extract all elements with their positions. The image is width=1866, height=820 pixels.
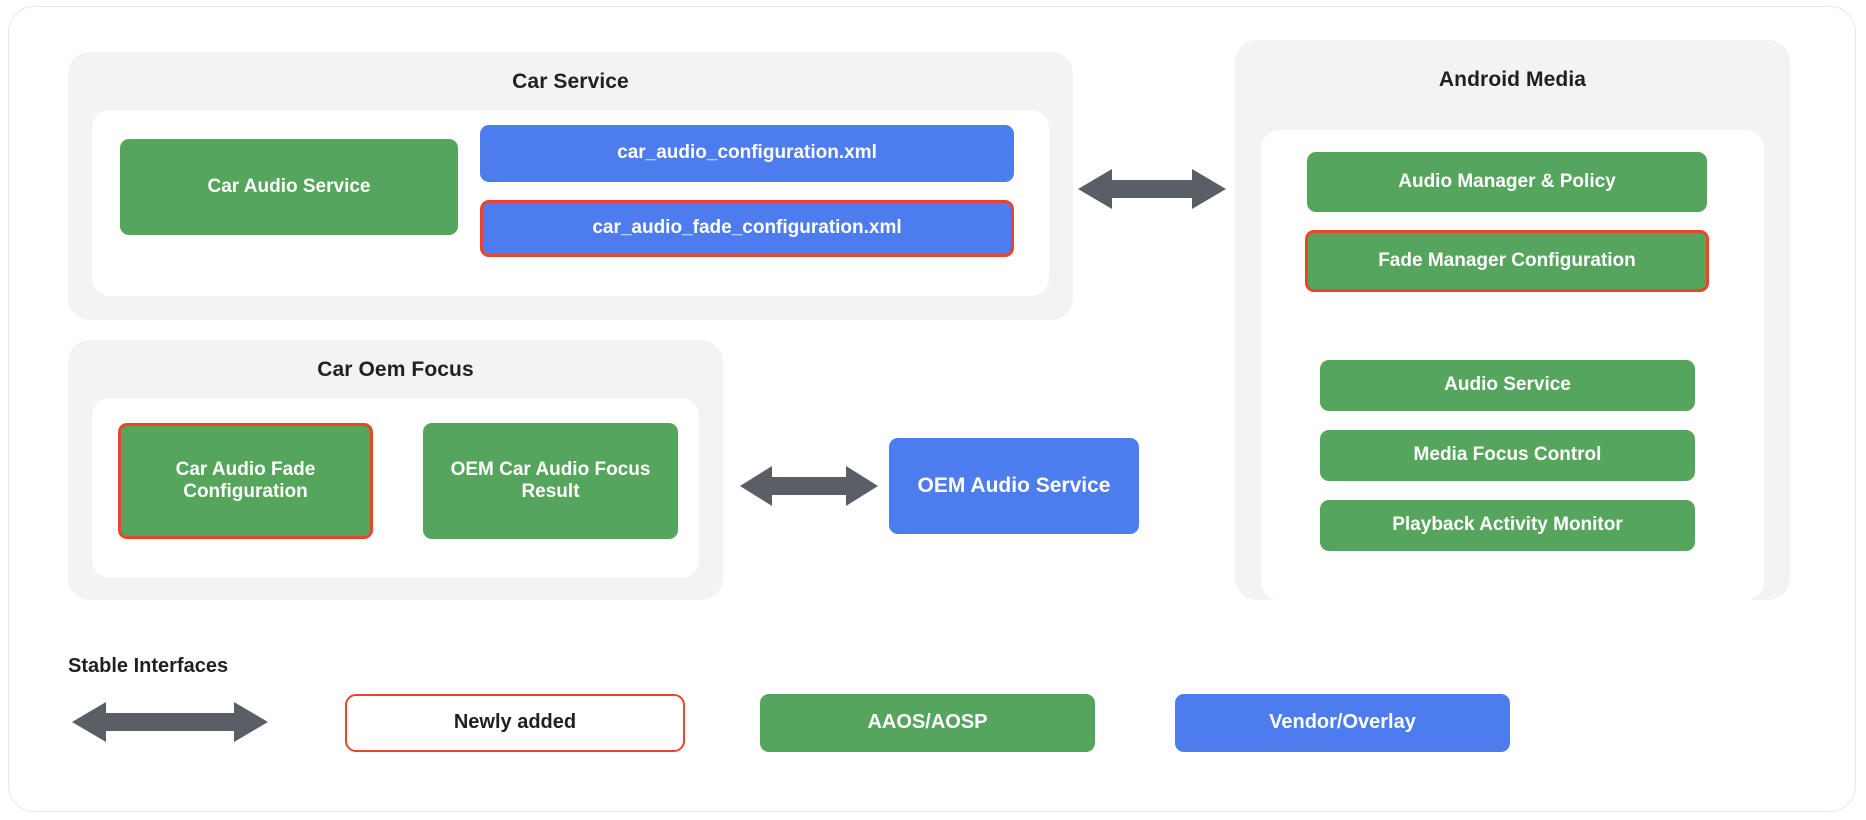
node-car-audio-configuration-xml[interactable]: car_audio_configuration.xml (480, 125, 1014, 182)
double-arrow-icon (1078, 169, 1226, 209)
node-oem-car-audio-focus-result[interactable]: OEM Car Audio Focus Result (423, 423, 678, 539)
group-car-service: Car Service Car Audio Service car_audio_… (68, 52, 1073, 320)
group-car-oem-focus-title: Car Oem Focus (317, 358, 474, 381)
node-audio-manager-policy[interactable]: Audio Manager & Policy (1307, 152, 1707, 212)
group-android-media-title: Android Media (1438, 68, 1587, 91)
node-media-focus-control[interactable]: Media Focus Control (1320, 430, 1695, 481)
connector-car-service-to-android-media (1078, 167, 1226, 211)
legend-stable-interfaces-label: Stable Interfaces (68, 655, 229, 677)
double-arrow-icon (72, 702, 268, 742)
group-android-media: Android Media Audio Manager & Policy Fad… (1235, 40, 1790, 600)
legend-item-newly-added[interactable]: Newly added (345, 694, 685, 752)
group-car-oem-focus: Car Oem Focus Car Audio Fade Configurati… (68, 340, 723, 600)
node-audio-service[interactable]: Audio Service (1320, 360, 1695, 411)
group-car-service-title: Car Service (512, 70, 629, 93)
legend-stable-interfaces-arrow (72, 700, 268, 744)
node-fade-manager-configuration[interactable]: Fade Manager Configuration (1305, 230, 1709, 292)
node-car-audio-service[interactable]: Car Audio Service (120, 139, 458, 235)
double-arrow-icon (740, 466, 878, 506)
node-car-audio-fade-configuration[interactable]: Car Audio Fade Configuration (118, 423, 373, 539)
node-car-audio-fade-configuration-xml[interactable]: car_audio_fade_configuration.xml (480, 200, 1014, 257)
legend-item-aaos-aosp[interactable]: AAOS/AOSP (760, 694, 1095, 752)
node-oem-audio-service[interactable]: OEM Audio Service (889, 438, 1139, 534)
connector-car-oem-focus-to-oem-audio-service (740, 464, 878, 508)
legend-item-vendor-overlay[interactable]: Vendor/Overlay (1175, 694, 1510, 752)
node-playback-activity-monitor[interactable]: Playback Activity Monitor (1320, 500, 1695, 551)
